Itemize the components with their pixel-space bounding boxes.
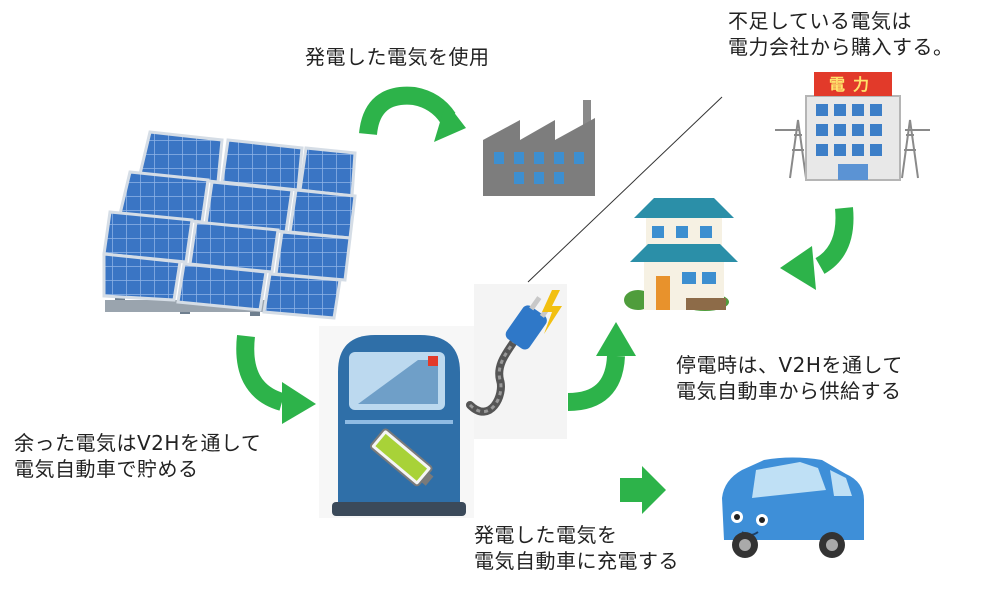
factory-icon <box>483 100 595 196</box>
power-company-sign-label: 電力 <box>829 75 877 94</box>
label-use-generated: 発電した電気を使用 <box>305 45 490 69</box>
label-charge-ev: 発電した電気を 電気自動車に充電する <box>474 523 679 573</box>
arrow-to-car-icon <box>620 466 666 514</box>
power-plug-icon <box>466 284 567 439</box>
label-buy-shortage: 不足している電気は 電力会社から購入する。 <box>728 9 954 59</box>
house-icon <box>624 198 738 311</box>
label-outage-supply: 停電時は、V2Hを通して 電気自動車から供給する <box>676 353 903 403</box>
v2h-charger-icon <box>319 326 474 518</box>
arrow-company-to-house-icon <box>780 207 854 290</box>
arrow-solar-to-v2h-icon <box>236 335 316 424</box>
solar-panel-array-icon <box>102 130 357 320</box>
label-surplus-store: 余った電気はV2Hを通して 電気自動車で貯める <box>14 431 262 481</box>
power-company-building-icon <box>775 72 930 181</box>
arrow-solar-to-factory-icon <box>359 86 466 142</box>
arrow-ev-to-house-icon <box>567 322 636 411</box>
electric-car-icon <box>722 457 864 558</box>
connector-line <box>527 96 723 283</box>
